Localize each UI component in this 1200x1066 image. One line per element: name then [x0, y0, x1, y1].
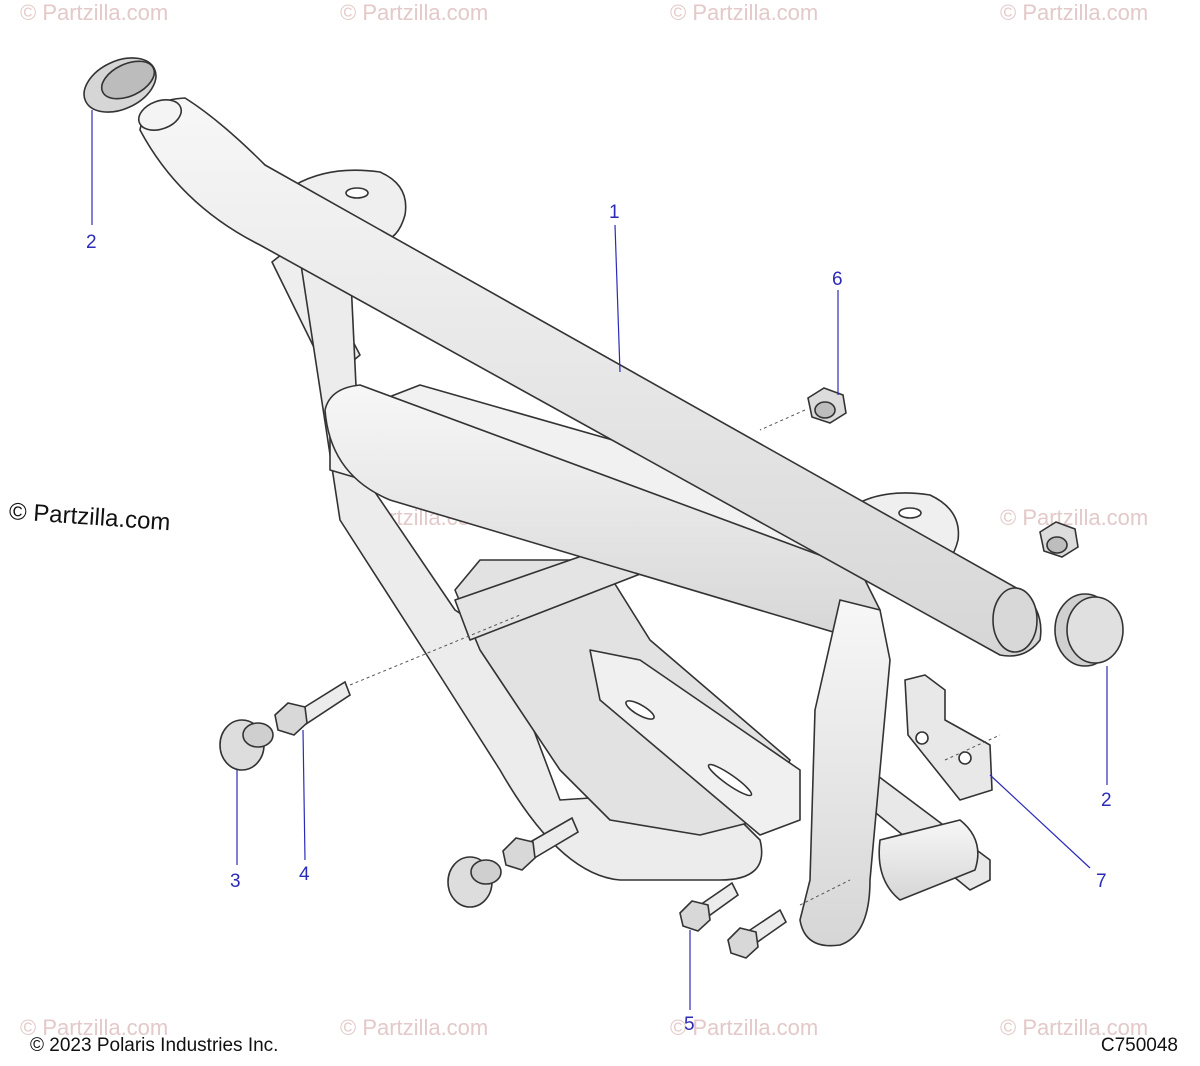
part-4-bolt [274, 680, 351, 736]
copyright-text: © 2023 Polaris Industries Inc. [30, 1035, 279, 1056]
svg-text:© Partzilla.com: © Partzilla.com [1000, 505, 1148, 530]
part-5-bolt-1 [679, 881, 740, 932]
part-7-bracket [904, 674, 993, 801]
callout-3: 3 [230, 871, 241, 892]
callout-5: 5 [684, 1014, 695, 1035]
part-7-hole-1 [915, 731, 929, 745]
callout-6: 6 [832, 269, 843, 290]
skid-slot-1 [625, 700, 655, 720]
callout-2-left: 2 [86, 232, 97, 253]
callouts: 1 2 2 3 4 5 6 7 [86, 202, 1112, 1035]
nut-right [1039, 521, 1079, 558]
svg-text:© Partzilla.com: © Partzilla.com [20, 1015, 168, 1040]
callout-1: 1 [609, 202, 620, 223]
part-2-left-plug [83, 57, 157, 113]
callout-4: 4 [299, 864, 310, 885]
svg-text:© Partzilla.com: © Partzilla.com [670, 0, 818, 25]
callout-7: 7 [1096, 871, 1107, 892]
part-3-plug [219, 719, 274, 771]
part-7-hole-2 [958, 751, 972, 765]
svg-text:© Partzilla.com: © Partzilla.com [340, 1015, 488, 1040]
main-tube-end-right [992, 587, 1038, 653]
svg-text:© Partzilla.com: © Partzilla.com [1000, 1015, 1148, 1040]
inner-loop-tube [324, 384, 881, 641]
svg-text:© Partzilla.com: © Partzilla.com [1000, 0, 1148, 25]
skid-slot-2 [707, 763, 753, 797]
part-6-nut [807, 387, 847, 424]
part-5-bolt-2 [727, 908, 788, 959]
main-upper-tube [139, 97, 1042, 657]
lower-cross-tube [878, 819, 979, 901]
svg-text:© Partzilla.com: © Partzilla.com [670, 1015, 818, 1040]
alignment-lines [349, 409, 1001, 906]
plug-lower [447, 856, 502, 908]
mount-tab-right-hole [898, 507, 922, 519]
drawing-code: C750048 [1100, 1035, 1178, 1056]
main-tube-end-left [137, 99, 183, 131]
svg-text:© Partzilla.com: © Partzilla.com [20, 0, 168, 25]
bolt-lower-1 [502, 816, 580, 871]
mount-tab-left-hole [345, 187, 369, 199]
leader-lines [91, 110, 1108, 1010]
svg-text:© Partzilla.com: © Partzilla.com [340, 0, 488, 25]
part-2-right-plug [1054, 593, 1124, 667]
frame-right-leg [799, 599, 891, 947]
callout-2-right: 2 [1101, 790, 1112, 811]
